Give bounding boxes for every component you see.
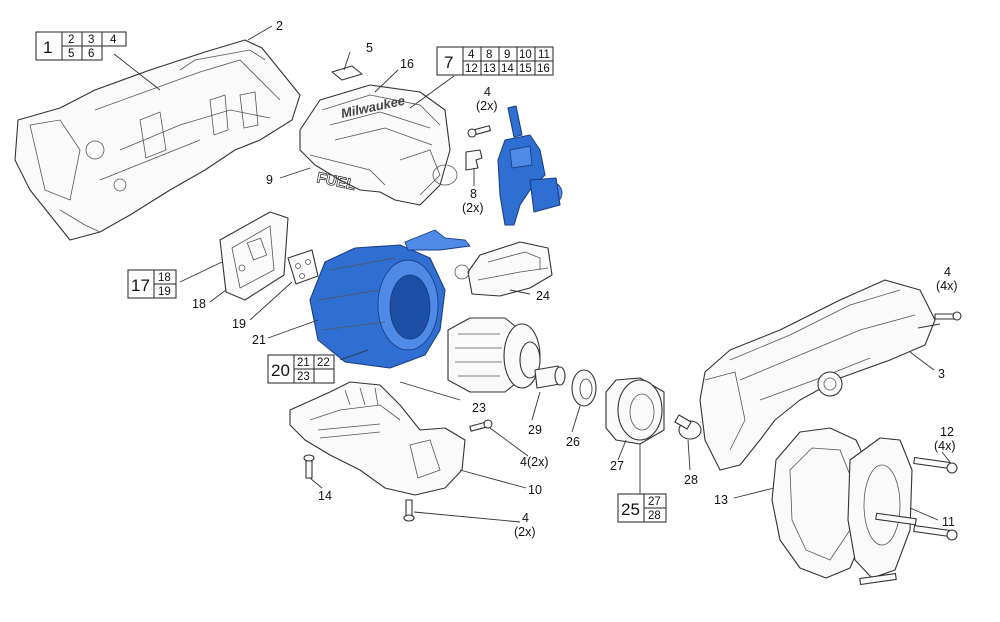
bracket-part [287, 249, 319, 285]
kit-1-main: 1 [43, 38, 52, 57]
kit-7-cell: 12 [465, 63, 478, 75]
kit-20-main: 20 [271, 361, 290, 380]
nose-housing-part [699, 279, 936, 471]
callout-14: 14 [318, 489, 332, 503]
screw-part [467, 125, 492, 138]
kit-7-cell: 15 [519, 63, 532, 75]
kit-box-1: 1 2 3 4 5 6 [35, 31, 127, 61]
callout-12: 12 [940, 425, 954, 439]
callout-26: 26 [566, 435, 580, 449]
kit-7-cell: 11 [538, 49, 550, 61]
callout-16: 16 [400, 57, 414, 71]
rotor-part [447, 317, 566, 393]
callout-19: 19 [232, 317, 246, 331]
callout-4: 4 [484, 85, 491, 99]
kit-1-cell: 2 [68, 34, 74, 46]
kit-25-main: 25 [621, 500, 640, 519]
kit-7-cell: 10 [519, 49, 532, 61]
switch-assembly-part [497, 105, 563, 226]
kit-1-cell: 4 [110, 34, 117, 46]
kit-25-cell: 27 [648, 496, 661, 508]
gear-housing-part [14, 39, 301, 241]
screw-part [403, 499, 415, 522]
kit-1-cell: 6 [88, 48, 94, 60]
callout-4-bottom-qty: (2x) [514, 525, 536, 539]
kit-17-main: 17 [131, 276, 150, 295]
callout-23: 23 [472, 401, 486, 415]
kit-box-17: 17 18 19 [127, 269, 177, 299]
callout-11: 11 [942, 515, 955, 529]
kit-box-20: 20 21 22 23 [267, 354, 335, 384]
callout-28: 28 [684, 473, 698, 487]
callout-21: 21 [252, 333, 266, 347]
screw-part [469, 419, 493, 432]
bearing-part [605, 377, 665, 445]
kit-box-25: 25 27 28 [617, 493, 667, 523]
kit-7-main: 7 [444, 53, 453, 72]
callout-4-2x-middle: 4(2x) [520, 455, 548, 469]
kit-20-cell: 23 [297, 371, 310, 383]
callout-4-right: 4 [944, 265, 951, 279]
kit-17-cell: 19 [158, 286, 171, 298]
callout-3: 3 [938, 367, 945, 381]
kit-7-cell: 16 [537, 63, 550, 75]
clip-part [465, 149, 483, 171]
washer-part [571, 369, 597, 407]
motor-housing-part: FUEL Milwaukee [299, 84, 458, 206]
kit-7-cell: 14 [501, 63, 514, 75]
callout-8: 8 [470, 187, 477, 201]
callout-8-qty: (2x) [462, 201, 484, 215]
kit-7-cell: 8 [486, 49, 492, 61]
bolt-part [913, 456, 958, 541]
kit-17-cell: 18 [158, 272, 171, 284]
kit-7-cell: 4 [468, 49, 475, 61]
callout-12-qty: (4x) [934, 439, 956, 453]
clamp-plate-part [847, 437, 917, 586]
kit-20-cell: 21 [297, 357, 310, 369]
callout-4-qty: (2x) [476, 99, 498, 113]
pcb-cover-part [454, 241, 553, 297]
callout-10: 10 [528, 483, 542, 497]
kit-25-cell: 28 [648, 510, 661, 522]
lower-housing-part [289, 381, 466, 496]
leader-lines [113, 25, 951, 523]
callout-5: 5 [366, 41, 373, 55]
callout-9: 9 [266, 173, 273, 187]
kit-1-cell: 3 [88, 34, 94, 46]
callout-29: 29 [528, 423, 542, 437]
callout-2: 2 [276, 19, 283, 33]
end-cap-plate-part [219, 211, 289, 301]
kit-7-cell: 9 [504, 49, 510, 61]
plate-part [331, 65, 363, 81]
callout-labels: 2 5 16 4 (2x) 9 8 (2x) 4 (4x) 18 19 24 2… [192, 19, 958, 539]
bolt-part [674, 414, 702, 440]
kit-1-cell: 5 [68, 48, 74, 60]
callout-4-bottom: 4 [522, 511, 529, 525]
kit-7-cell: 13 [483, 63, 496, 75]
callout-24: 24 [536, 289, 550, 303]
screw-part [934, 311, 962, 321]
kit-box-7: 7 4 8 9 10 11 12 13 14 15 16 [436, 46, 554, 76]
stator-assembly-part [309, 229, 471, 369]
callout-13: 13 [714, 493, 728, 507]
callout-18: 18 [192, 297, 206, 311]
callout-27: 27 [610, 459, 624, 473]
kit-20-cell: 22 [317, 357, 330, 369]
screw-part [303, 454, 315, 479]
callout-4-right-qty: (4x) [936, 279, 958, 293]
